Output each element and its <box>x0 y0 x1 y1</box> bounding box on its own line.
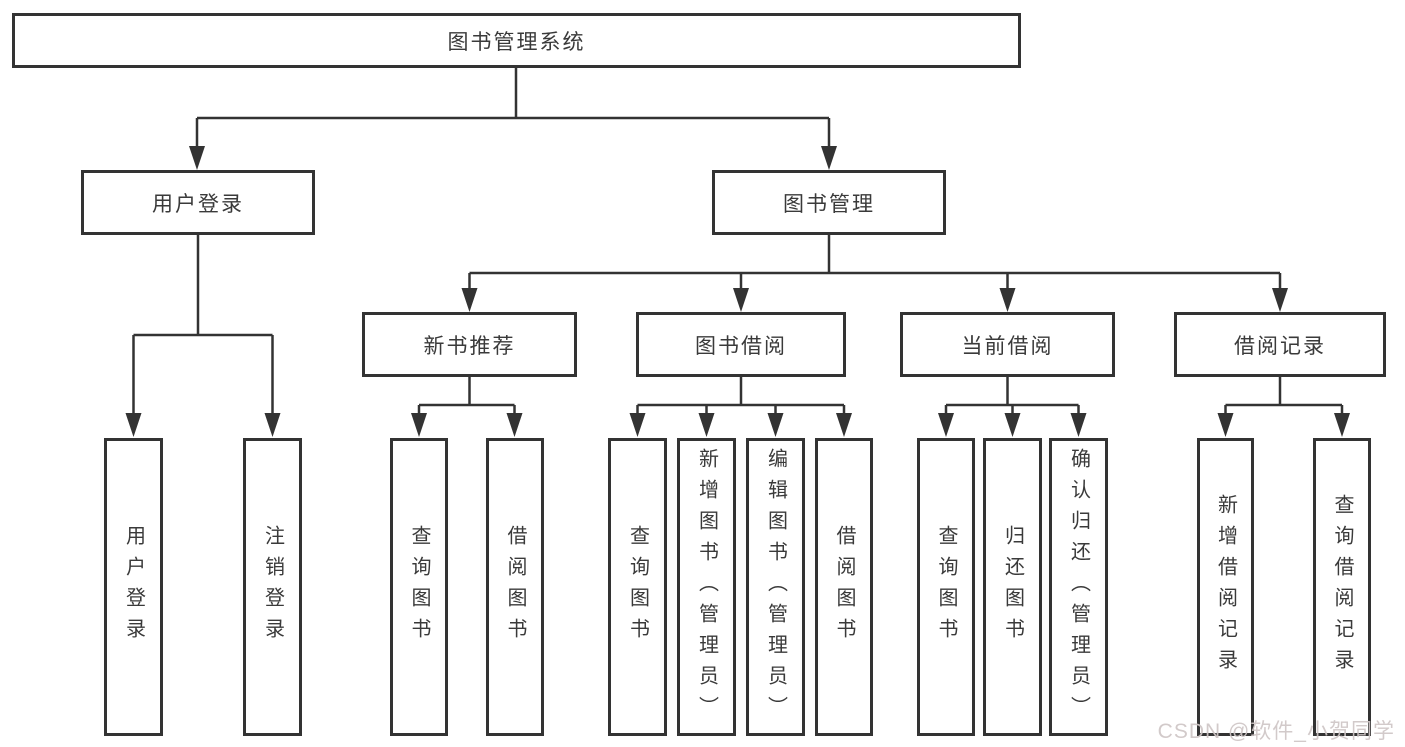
leaf-records-add-record: 新增借阅记录 <box>1197 438 1254 736</box>
node-book-management: 图书管理 <box>712 170 946 235</box>
leaf-newrec-borrow-book: 借阅图书 <box>486 438 544 736</box>
node-current-borrow: 当前借阅 <box>900 312 1115 377</box>
node-root-system: 图书管理系统 <box>12 13 1021 68</box>
leaf-borrow-edit-book-admin: 编辑图书（管理员） <box>746 438 805 736</box>
leaf-borrow-borrow-book: 借阅图书 <box>815 438 873 736</box>
node-user-login: 用户登录 <box>81 170 315 235</box>
csdn-watermark: CSDN @软件_小贺同学 <box>1157 720 1395 743</box>
leaf-records-query-record: 查询借阅记录 <box>1313 438 1371 736</box>
node-book-borrow: 图书借阅 <box>636 312 846 377</box>
leaf-current-confirm-return-admin: 确认归还（管理员） <box>1049 438 1108 736</box>
leaf-newrec-query-book: 查询图书 <box>390 438 448 736</box>
leaf-current-query-book: 查询图书 <box>917 438 975 736</box>
leaf-user-login: 用户登录 <box>104 438 163 736</box>
node-borrow-records: 借阅记录 <box>1174 312 1386 377</box>
leaf-borrow-query-book: 查询图书 <box>608 438 667 736</box>
node-new-book-recommend: 新书推荐 <box>362 312 577 377</box>
leaf-borrow-add-book-admin: 新增图书（管理员） <box>677 438 736 736</box>
leaf-current-return-book: 归还图书 <box>983 438 1042 736</box>
leaf-logout: 注销登录 <box>243 438 302 736</box>
